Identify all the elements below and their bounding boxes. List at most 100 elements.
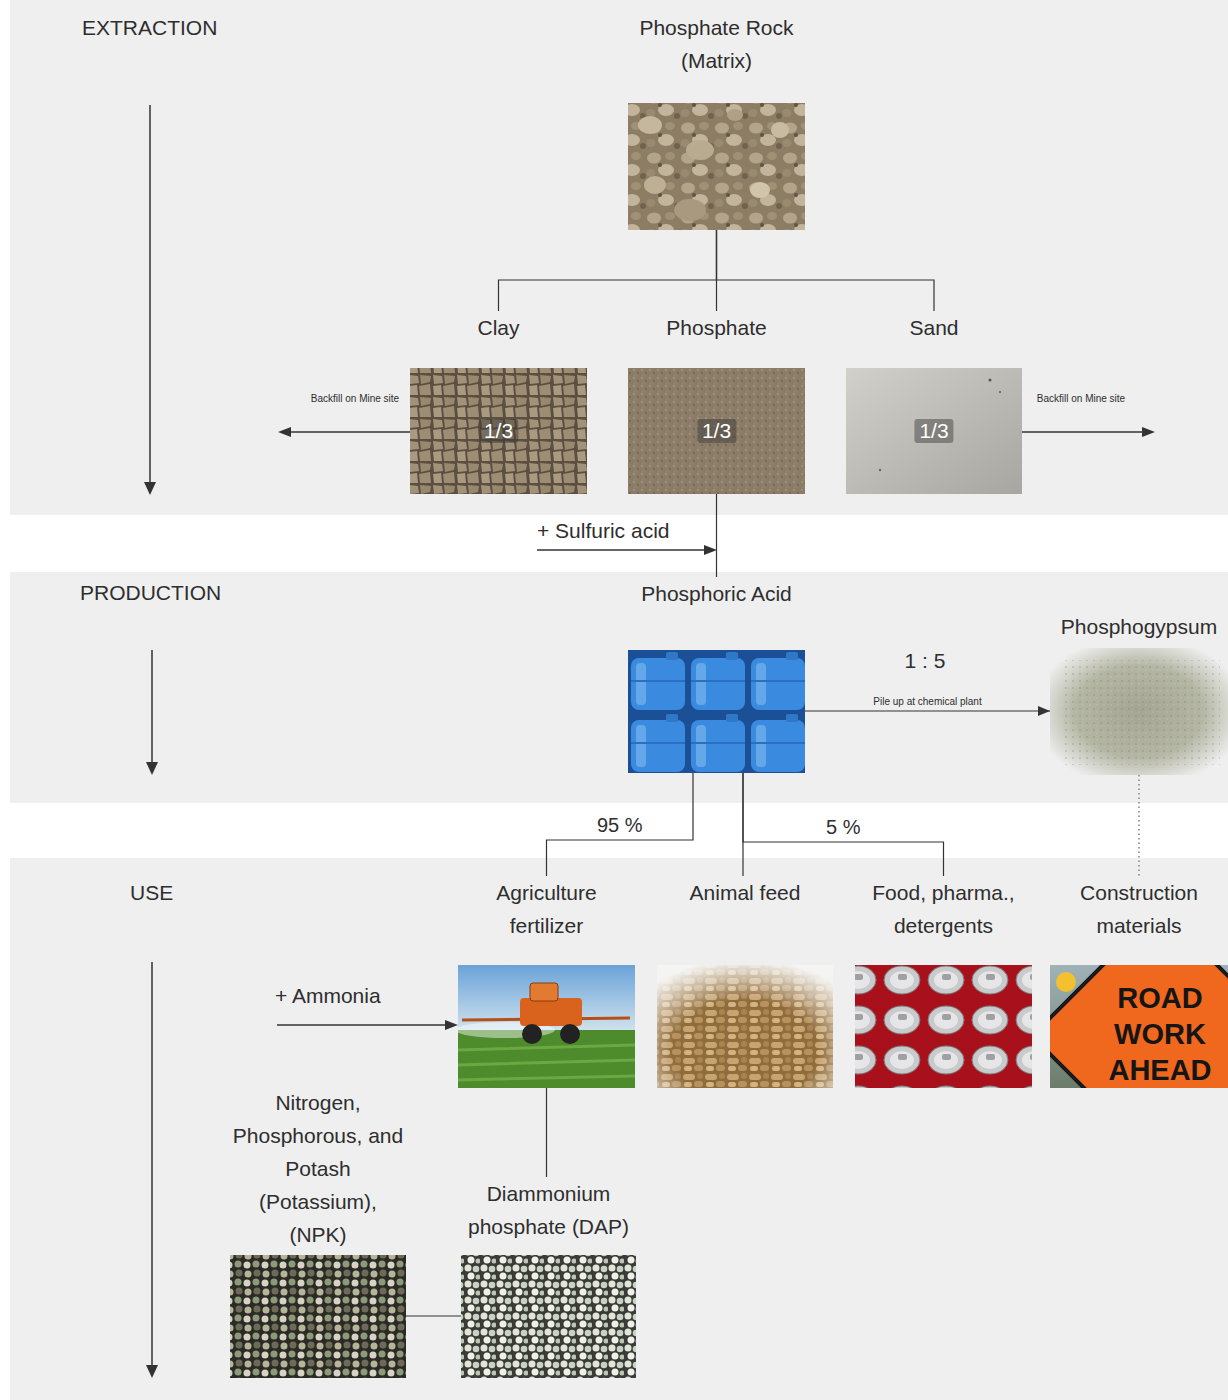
balloon (1056, 972, 1076, 992)
photo-card: Nitrogen, Phosphorous, and Potash (Potas… (230, 1086, 406, 1378)
gypsum-photo (1050, 648, 1228, 775)
road-sign (1050, 965, 1228, 1088)
connectors (406, 230, 1139, 1316)
stage-heading: USE (130, 880, 173, 906)
input-arrow (537, 549, 706, 550)
connector-line (717, 230, 935, 311)
wheel (560, 1024, 580, 1044)
edge-label: 5 % (826, 815, 860, 839)
node-heading: Sand (846, 311, 1022, 344)
annotation: 1 : 5 (905, 648, 946, 673)
node-heading: Phosphoric Acid (628, 577, 805, 610)
pellets (657, 965, 833, 1088)
connector-line (547, 773, 694, 876)
node-heading: Phosphate (628, 311, 805, 344)
dap-photo (461, 1255, 636, 1378)
pellet-vignette (657, 965, 833, 1088)
node-heading: Diammonium phosphate (DAP) (461, 1177, 636, 1243)
node-heading: Nitrogen, Phosphorous, and Potash (Potas… (230, 1086, 406, 1251)
arrow-head (1142, 427, 1155, 437)
stage-band: USE Agriculture fertilizer Animal feed Food… (10, 858, 1228, 1400)
fraction-label: 1/3 (914, 419, 953, 443)
photo-card: Agriculture fertilizer (458, 876, 635, 1088)
fertilizer-photo (458, 965, 635, 1088)
clay-photo (410, 368, 587, 494)
photo-card: Phosphate 1/3 (628, 311, 805, 494)
backfill-arrow (289, 431, 410, 432)
cans-photo (855, 965, 1032, 1088)
photo-card: Phosphogypsum (1050, 610, 1228, 775)
node-heading: Phosphate Rock (Matrix) (628, 11, 805, 77)
node-heading: Agriculture fertilizer (458, 876, 635, 942)
photo-card: Diammonium phosphate (DAP) (461, 1177, 636, 1378)
sand-photo (846, 368, 1022, 494)
stage-heading: EXTRACTION (82, 15, 217, 41)
edge-label: Pile up at chemical plant (873, 696, 981, 708)
backfill-arrow (1022, 431, 1144, 432)
tractor-cab (530, 983, 558, 1001)
annotation: Backfill on Mine site (311, 393, 399, 405)
node-heading: Animal feed (657, 876, 833, 909)
arrow-head (278, 427, 291, 437)
gravel-texture (628, 103, 805, 230)
node-heading: Construction materials (1050, 876, 1228, 942)
arrow-head (704, 545, 717, 555)
acid-jugs-photo (628, 650, 805, 773)
sign-lettering: ROAD WORK AHEAD (1101, 980, 1219, 1088)
fraction-label: 1/3 (479, 419, 518, 443)
arrow-head (445, 1020, 458, 1030)
input-arrow (277, 1024, 447, 1025)
photo-card: Clay 1/3 (410, 311, 587, 494)
node-heading: Food, pharma., detergents (855, 876, 1032, 942)
band-fill (10, 858, 1228, 1400)
connector-line (546, 1088, 547, 1177)
connector-line (743, 773, 944, 876)
photo-card: Phosphate Rock (Matrix) (628, 11, 805, 230)
arrow-head (146, 1365, 158, 1378)
npk-photo (230, 1255, 406, 1378)
band-fill (10, 0, 1228, 515)
fraction-label: 1/3 (697, 419, 736, 443)
stage-band: EXTRACTION Phosphate Rock (Matrix) Clay 1/3… (10, 0, 1228, 515)
connector-line (499, 230, 717, 311)
connector-line (716, 494, 717, 577)
connector-line (805, 710, 1050, 711)
field-rows (458, 1045, 635, 1080)
field (458, 1030, 635, 1088)
sign-photo (1050, 965, 1228, 1088)
phosphate-photo (628, 368, 805, 494)
stage-heading: PRODUCTION (80, 580, 221, 606)
photo-card: Food, pharma., detergents (855, 876, 1032, 1088)
connector-line (1138, 775, 1140, 876)
node-heading: Clay (410, 311, 587, 344)
gypsum-grain (1060, 660, 1220, 765)
arrow-head (144, 482, 156, 495)
feed-photo (657, 965, 833, 1088)
sand-texture (846, 368, 1022, 494)
pebbles (638, 109, 789, 221)
tractor-body (520, 998, 582, 1026)
flow-arrow (149, 105, 151, 484)
flow-arrow (151, 650, 153, 764)
arrow-head (146, 762, 158, 775)
annotation: + Ammonia (275, 983, 381, 1008)
photo-card: Phosphoric Acid (628, 577, 805, 773)
node-heading: Phosphogypsum (1050, 610, 1228, 643)
stage-band: PRODUCTION Phosphoric AcidPhosphogypsum (10, 572, 1228, 803)
edge-label: 95 % (597, 813, 643, 837)
gypsum-pile (1050, 648, 1228, 775)
side-arrows (277, 427, 1155, 1030)
band-fill (10, 572, 1228, 803)
wheel (522, 1024, 542, 1044)
connector-line (406, 1315, 461, 1316)
stage-arrows (144, 105, 158, 1378)
annotation: + Sulfuric acid (537, 518, 669, 543)
photo-card: Sand 1/3 (846, 311, 1022, 494)
annotation: Backfill on Mine site (1037, 393, 1125, 405)
rock-photo (628, 103, 805, 230)
photo-card: Animal feed (657, 876, 833, 1088)
